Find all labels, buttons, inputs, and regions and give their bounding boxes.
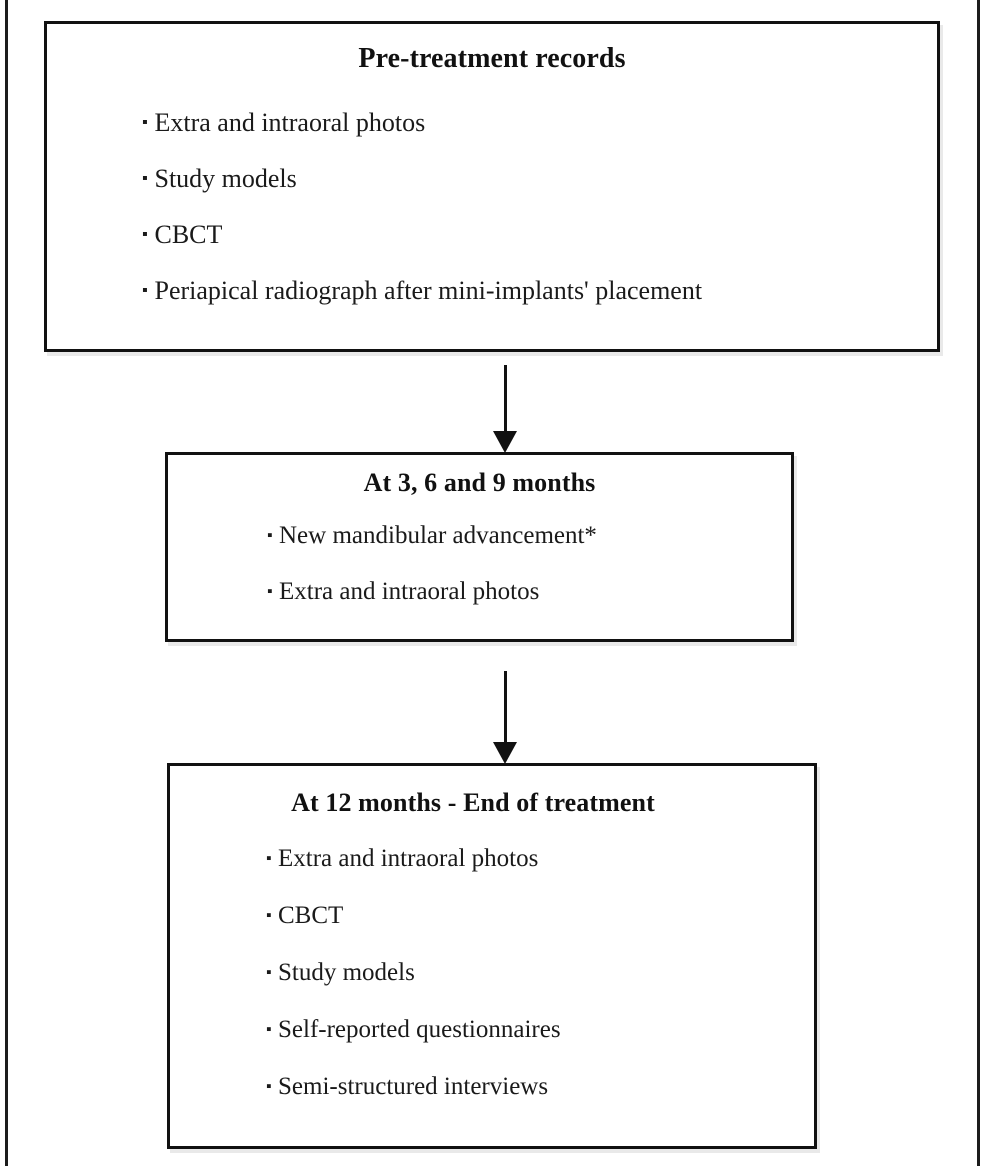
- list-item-label: CBCT: [154, 220, 223, 249]
- list-item: ▪ CBCT: [142, 207, 937, 263]
- flowchart-node-pre-treatment: Pre-treatment records ▪ Extra and intraor…: [44, 21, 940, 352]
- square-bullet-icon: ▪: [266, 849, 272, 867]
- node-title-end-of-treatment: At 12 months - End of treatment: [291, 788, 655, 817]
- node-item-list-end-of-treatment: ▪ Extra and intraoral photos ▪ CBCT ▪ Study…: [170, 830, 814, 1115]
- flowchart-node-interim: At 3, 6 and 9 months ▪ New mandibular adv…: [165, 452, 794, 642]
- list-item-label: Semi-structured interviews: [278, 1073, 549, 1100]
- square-bullet-icon: ▪: [267, 526, 273, 544]
- arrow-head-icon: [493, 431, 517, 453]
- square-bullet-icon: ▪: [142, 114, 148, 132]
- page-frame-right-rule: [977, 0, 980, 1166]
- list-item-label: New mandibular advancement*: [279, 522, 597, 549]
- arrow-shaft: [503, 671, 507, 744]
- list-item: ▪ Extra and intraoral photos: [266, 830, 814, 887]
- square-bullet-icon: ▪: [267, 582, 273, 600]
- list-item: ▪ Self-reported questionnaires: [266, 1001, 814, 1058]
- node-title-interim: At 3, 6 and 9 months: [363, 468, 596, 497]
- list-item-label: Extra and intraoral photos: [154, 108, 426, 137]
- square-bullet-icon: ▪: [266, 1020, 272, 1038]
- square-bullet-icon: ▪: [142, 170, 148, 188]
- arrow-head-icon: [493, 742, 517, 764]
- list-item: ▪ CBCT: [266, 887, 814, 944]
- square-bullet-icon: ▪: [142, 282, 148, 300]
- node-item-list-pre-treatment: ▪ Extra and intraoral photos ▪ Study model…: [47, 95, 937, 319]
- node-item-list-interim: ▪ New mandibular advancement* ▪ Extra and …: [168, 508, 791, 620]
- list-item-label: Periapical radiograph after mini-implant…: [154, 276, 703, 305]
- node-title-pre-treatment: Pre-treatment records: [358, 43, 626, 74]
- flowchart-node-end-of-treatment: At 12 months - End of treatment ▪ Extra a…: [167, 763, 817, 1149]
- list-item-label: Study models: [154, 164, 297, 193]
- square-bullet-icon: ▪: [142, 226, 148, 244]
- arrow-interim-to-end: [493, 671, 517, 764]
- list-item: ▪ Semi-structured interviews: [266, 1058, 814, 1115]
- list-item-label: Self-reported questionnaires: [278, 1016, 561, 1043]
- arrow-shaft: [503, 365, 507, 433]
- page-frame-left-rule: [5, 0, 8, 1166]
- list-item-label: CBCT: [278, 902, 344, 929]
- list-item-label: Extra and intraoral photos: [278, 845, 539, 872]
- square-bullet-icon: ▪: [266, 906, 272, 924]
- list-item: ▪ Extra and intraoral photos: [267, 564, 791, 620]
- square-bullet-icon: ▪: [266, 1077, 272, 1095]
- list-item-label: Study models: [278, 959, 415, 986]
- list-item: ▪ New mandibular advancement*: [267, 508, 791, 564]
- list-item-label: Extra and intraoral photos: [279, 578, 540, 605]
- arrow-pre-to-interim: [493, 365, 517, 453]
- square-bullet-icon: ▪: [266, 963, 272, 981]
- list-item: ▪ Study models: [142, 151, 937, 207]
- list-item: ▪ Extra and intraoral photos: [142, 95, 937, 151]
- list-item: ▪ Study models: [266, 944, 814, 1001]
- list-item: ▪ Periapical radiograph after mini-implan…: [142, 263, 937, 319]
